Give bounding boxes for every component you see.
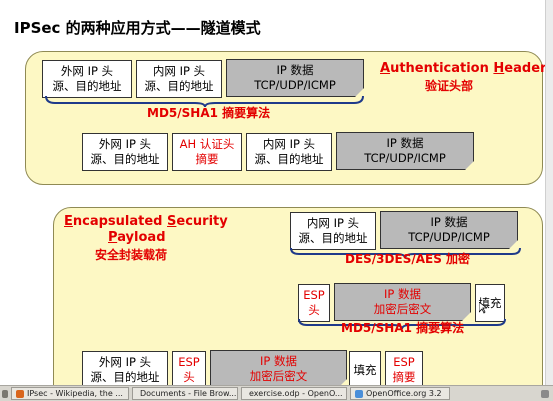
esp-heading-line1: Encapsulated Security (64, 214, 228, 229)
ah-digest-brace (45, 95, 364, 108)
ah-outer-ip-line1: 外网 IP 头 (60, 64, 114, 78)
esp-heading-ncap: ncapsulated (72, 214, 163, 229)
esp-encrypted-line1: IP 数据 (384, 287, 421, 301)
esp-ip-data: IP 数据 TCP/UDP/ICMP (380, 211, 518, 249)
ah-ip-data-line1: IP 数据 (276, 63, 314, 77)
ah-tunnel-data-line2: TCP/UDP/ICMP (364, 151, 446, 165)
esp-subtitle: 安全封装载荷 (95, 248, 168, 262)
taskbar-item-label: IPsec - Wikipedia, the ... (27, 389, 123, 398)
ah-ip-data-line2: TCP/UDP/ICMP (254, 78, 336, 92)
taskbar-item-file-browser[interactable]: Documents - File Brow... (132, 387, 238, 400)
openoffice-icon (355, 389, 363, 398)
esp-encrypted-data: IP 数据 加密后密文 (334, 283, 471, 321)
ah-tunnel-data-line1: IP 数据 (386, 136, 424, 150)
esp-ip-data-line2: TCP/UDP/ICMP (408, 230, 490, 244)
ah-tunnel-inner-line2: 源、目的地址 (254, 152, 324, 166)
esp-heading-s: S (167, 214, 177, 229)
esp-digest-brace (298, 318, 506, 330)
esp-inner-ip-line1: 内网 IP 头 (306, 216, 360, 230)
ah-subtitle: 验证头部 (425, 79, 474, 93)
ah-tunnel-outer-ip: 外网 IP 头 源、目的地址 (82, 133, 168, 171)
esp-tunnel-outer-line2: 源、目的地址 (90, 370, 160, 384)
ah-auth-header: AH 认证头 摘要 (172, 133, 242, 171)
esp-inner-ip-line2: 源、目的地址 (298, 231, 368, 245)
ah-tunnel-inner-ip: 内网 IP 头 源、目的地址 (246, 133, 332, 171)
esp-heading-e: E (64, 214, 73, 229)
taskbar: IPsec - Wikipedia, the ... Documents - F… (0, 385, 553, 401)
esp-padding: 填充 (475, 284, 505, 322)
taskbar-item-exercise[interactable]: exercise.odp - OpenO... (241, 387, 347, 400)
esp-heading-ayload: ayload (117, 230, 166, 245)
esp-tunnel-digest: ESP 摘要 (385, 351, 423, 385)
ah-heading: Authentication Header (380, 61, 546, 76)
esp-tunnel-outer-ip: 外网 IP 头 源、目的地址 (82, 351, 168, 385)
ah-heading-h: H (493, 61, 505, 76)
ah-heading-a: A (380, 61, 391, 76)
ah-tunnel-outer-line2: 源、目的地址 (90, 152, 160, 166)
esp-encrypt-brace (290, 247, 521, 259)
ah-inner-ip-header: 内网 IP 头 源、目的地址 (136, 60, 222, 98)
esp-heading-p: P (108, 230, 118, 245)
taskbar-item-label: Documents - File Brow... (140, 389, 237, 398)
ah-outer-ip-header: 外网 IP 头 源、目的地址 (42, 60, 132, 98)
taskbar-item-label: OpenOffice.org 3.2 (366, 389, 442, 398)
esp-inner-ip-header: 内网 IP 头 源、目的地址 (290, 212, 376, 250)
ah-ip-data: IP 数据 TCP/UDP/ICMP (226, 59, 364, 97)
mouse-cursor-icon (479, 302, 487, 314)
esp-tunnel-padding: 填充 (349, 351, 381, 385)
ah-heading-auth-rest: uthentication (390, 61, 489, 76)
esp-tunnel-esp-header: ESP 头 (172, 351, 206, 385)
taskbar-item-openoffice[interactable]: OpenOffice.org 3.2 (350, 387, 450, 400)
esp-ip-data-line1: IP 数据 (430, 215, 468, 229)
slide-title: IPSec 的两种应用方式——隧道模式 (14, 19, 261, 37)
esp-tunnel-header-line2: 头 (183, 370, 195, 384)
esp-header-line1: ESP (303, 288, 325, 302)
esp-tunnel-encrypted-data: IP 数据 加密后密文 (210, 350, 347, 385)
ah-outer-ip-line2: 源、目的地址 (52, 79, 122, 93)
firefox-icon (16, 389, 24, 398)
ah-tunnel-outer-line1: 外网 IP 头 (98, 137, 152, 151)
vertical-scrollbar[interactable] (545, 0, 553, 385)
esp-heading-ecurity: ecurity (176, 214, 228, 229)
esp-heading-line2: Payload (108, 230, 166, 245)
ah-tunnel-ip-data: IP 数据 TCP/UDP/ICMP (336, 132, 474, 170)
esp-tunnel-outer-line1: 外网 IP 头 (98, 355, 152, 369)
esp-digest-label: MD5/SHA1 摘要算法 (341, 321, 465, 335)
ah-auth-header-line1: AH 认证头 (179, 137, 235, 151)
esp-tunnel-padding-label: 填充 (353, 362, 377, 377)
ah-digest-label: MD5/SHA1 摘要算法 (147, 106, 271, 120)
trash-icon[interactable] (541, 389, 549, 398)
esp-tunnel-encrypted-line1: IP 数据 (260, 354, 297, 368)
taskbar-item-wikipedia[interactable]: IPsec - Wikipedia, the ... (11, 387, 129, 400)
esp-encrypted-line2: 加密后密文 (373, 302, 432, 316)
ah-heading-header-rest: eader (504, 61, 547, 76)
taskbar-item-label: exercise.odp - OpenO... (249, 389, 343, 398)
esp-tunnel-digest-line2: 摘要 (392, 370, 416, 384)
esp-tunnel-encrypted-line2: 加密后密文 (249, 369, 308, 383)
ah-tunnel-inner-line1: 内网 IP 头 (262, 137, 316, 151)
ah-inner-ip-line1: 内网 IP 头 (152, 64, 206, 78)
esp-header: ESP 头 (298, 284, 330, 322)
show-desktop-icon[interactable] (2, 389, 8, 398)
esp-tunnel-header-line1: ESP (178, 355, 200, 369)
esp-encrypt-label: DES/3DES/AES 加密 (345, 252, 471, 266)
ah-inner-ip-line2: 源、目的地址 (144, 79, 214, 93)
presentation-slide: IPSec 的两种应用方式——隧道模式 外网 IP 头 源、目的地址 内网 IP… (14, 19, 547, 385)
ah-auth-header-line2: 摘要 (195, 152, 219, 166)
esp-tunnel-digest-line1: ESP (393, 355, 415, 369)
esp-header-line2: 头 (308, 303, 320, 317)
